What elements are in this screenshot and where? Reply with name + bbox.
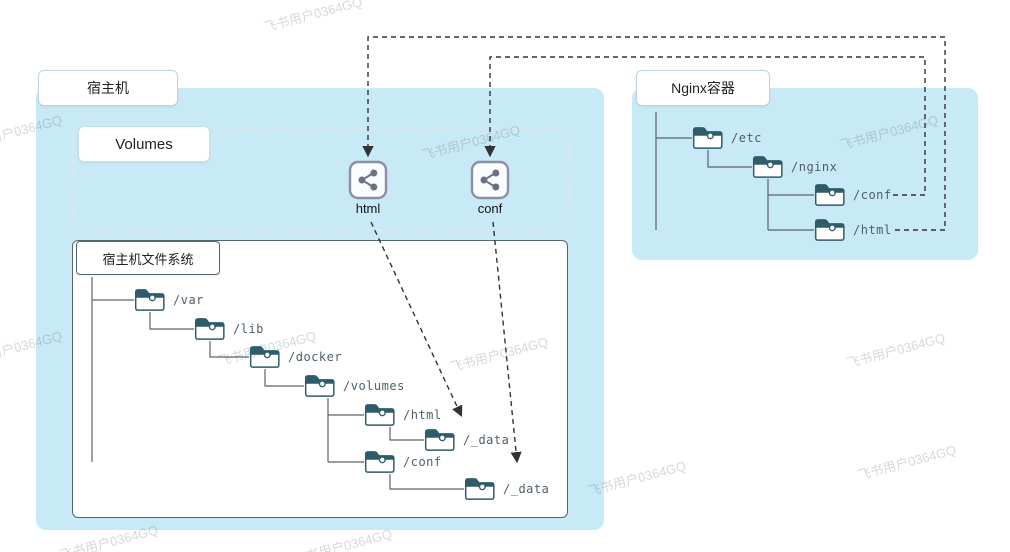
folder-path-label: /volumes: [343, 379, 405, 393]
watermark-text: 飞书用户0364GQ: [845, 330, 947, 371]
folder-icon: [814, 184, 845, 206]
volume-node-conf: conf: [460, 160, 520, 216]
nginx-label: Nginx容器: [636, 70, 770, 106]
folder-path-label: /nginx: [791, 160, 838, 174]
fs-folder-lib: /lib: [194, 317, 264, 341]
host-filesystem-box: [72, 240, 568, 518]
folder-icon: [249, 346, 280, 368]
nginx-folder-etc: /etc: [692, 126, 762, 150]
host-label: 宿主机: [38, 70, 178, 106]
folder-icon: [464, 478, 495, 500]
volumes-label: Volumes: [78, 126, 210, 162]
folder-path-label: /conf: [403, 455, 442, 469]
folder-path-label: /html: [403, 408, 442, 422]
fs-folder-conf-data: /_data: [464, 477, 549, 501]
share-nodes-icon: [470, 160, 510, 200]
folder-icon: [364, 451, 395, 473]
folder-path-label: /var: [173, 293, 204, 307]
folder-icon: [692, 127, 723, 149]
volume-node-html: html: [338, 160, 398, 216]
folder-path-label: /etc: [731, 131, 762, 145]
fs-folder-html-data: /_data: [424, 428, 509, 452]
nginx-folder-conf: /conf: [814, 183, 892, 207]
folder-icon: [424, 429, 455, 451]
folder-icon: [752, 156, 783, 178]
watermark-text: 飞书用户0364GQ: [262, 0, 364, 35]
folder-icon: [134, 289, 165, 311]
folder-icon: [194, 318, 225, 340]
folder-path-label: /lib: [233, 322, 264, 336]
volume-name-label: html: [355, 201, 381, 216]
folder-path-label: /_data: [503, 482, 550, 496]
nginx-folder-nginx: /nginx: [752, 155, 837, 179]
fs-folder-volumes: /volumes: [304, 374, 405, 398]
share-nodes-icon: [348, 160, 388, 200]
folder-icon: [364, 404, 395, 426]
fs-folder-conf: /conf: [364, 450, 442, 474]
folder-path-label: /docker: [288, 350, 343, 364]
host-filesystem-label: 宿主机文件系统: [76, 241, 220, 275]
folder-path-label: /html: [853, 223, 892, 237]
folder-icon: [304, 375, 335, 397]
fs-folder-docker: /docker: [249, 345, 342, 369]
nginx-folder-html: /html: [814, 218, 892, 242]
fs-folder-html: /html: [364, 403, 442, 427]
volume-name-label: conf: [477, 201, 503, 216]
folder-path-label: /conf: [853, 188, 892, 202]
fs-folder-var: /var: [134, 288, 204, 312]
folder-icon: [814, 219, 845, 241]
watermark-text: 飞书用户0364GQ: [856, 442, 958, 483]
folder-path-label: /_data: [463, 433, 510, 447]
